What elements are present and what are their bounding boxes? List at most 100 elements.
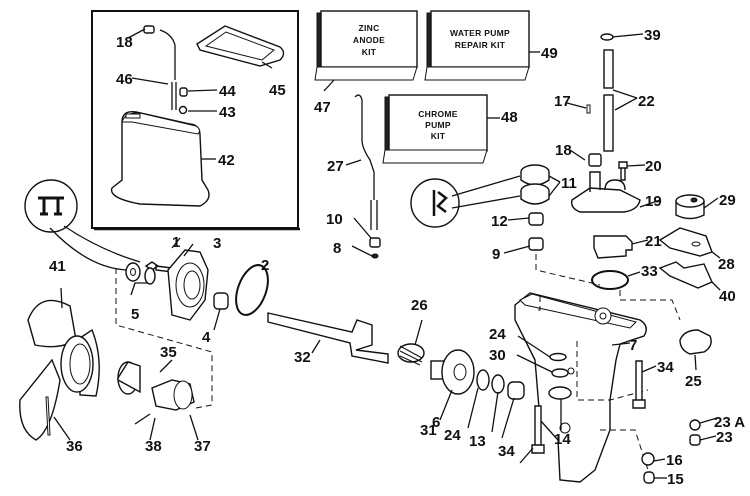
kit-48-chrome-pump: CHROME PUMP KIT bbox=[382, 94, 488, 164]
part-11-bearings bbox=[520, 164, 550, 205]
callout-1: 1 bbox=[172, 234, 180, 251]
part-9-bearing bbox=[528, 237, 544, 251]
callout-29: 29 bbox=[719, 192, 736, 209]
callout-32: 32 bbox=[294, 349, 311, 366]
part-2-o-ring bbox=[235, 264, 269, 316]
callout-37: 37 bbox=[194, 438, 211, 455]
callout-30: 30 bbox=[489, 347, 506, 364]
callout-17: 17 bbox=[554, 93, 571, 110]
callout-49: 49 bbox=[541, 45, 558, 62]
callout-24-lower: 24 bbox=[444, 427, 461, 444]
callout-3: 3 bbox=[213, 235, 221, 252]
part-39-ring bbox=[600, 33, 614, 41]
part-22-driveshaft-lower bbox=[603, 94, 614, 152]
kit-49-box bbox=[430, 10, 530, 68]
part-43-seal bbox=[178, 105, 188, 115]
kit-49-line-1: WATER PUMP bbox=[450, 28, 510, 38]
callout-35: 35 bbox=[160, 344, 177, 361]
callout-4: 4 bbox=[202, 329, 211, 346]
kit-47-line-2: ANODE bbox=[353, 35, 385, 45]
part-18-plug-inset bbox=[143, 25, 155, 34]
callout-11: 11 bbox=[561, 175, 577, 192]
callout-16: 16 bbox=[666, 452, 683, 469]
part-23-plug bbox=[689, 434, 701, 446]
part-44-grommet bbox=[179, 87, 188, 97]
part-22-driveshaft-upper bbox=[603, 49, 614, 89]
part-32-propeller-shaft bbox=[267, 312, 389, 364]
part-42-exhaust-housing bbox=[110, 111, 210, 207]
callout-36: 36 bbox=[66, 438, 83, 455]
callout-23a: 23 A bbox=[714, 414, 745, 431]
part-8-o-ring bbox=[371, 253, 379, 259]
part-17-pin bbox=[586, 104, 591, 114]
part-7-gearcase bbox=[514, 292, 647, 483]
callout-26: 26 bbox=[411, 297, 428, 314]
kit-48-line-1: CHROME bbox=[418, 109, 458, 119]
kit-47-box bbox=[320, 10, 418, 68]
callout-24-upper: 24 bbox=[489, 326, 506, 343]
callout-8: 8 bbox=[333, 240, 341, 257]
callout-10: 10 bbox=[326, 211, 343, 228]
part-6-forward-gear bbox=[430, 349, 475, 395]
callout-18-inset: 18 bbox=[116, 34, 133, 51]
callout-48: 48 bbox=[501, 109, 518, 126]
callout-14: 14 bbox=[554, 431, 571, 448]
callout-15: 15 bbox=[667, 471, 684, 488]
callout-20: 20 bbox=[645, 158, 662, 175]
part-40-gasket bbox=[658, 261, 713, 289]
callout-6: 6 bbox=[432, 414, 440, 431]
part-26-clutch-dog bbox=[397, 343, 425, 366]
kit-47-zinc-anode: ZINC ANODE KIT bbox=[314, 10, 418, 81]
part-18-bushing bbox=[588, 153, 602, 167]
callout-42: 42 bbox=[218, 152, 235, 169]
callout-7: 7 bbox=[629, 337, 637, 354]
callout-2: 2 bbox=[261, 257, 269, 274]
part-21-impeller-plate bbox=[593, 235, 633, 259]
callout-40: 40 bbox=[719, 288, 736, 305]
part-15-plug bbox=[643, 471, 655, 484]
kit-49-water-pump-repair: WATER PUMP REPAIR KIT bbox=[424, 10, 530, 81]
callout-31: 31 bbox=[420, 422, 437, 439]
callout-22: 22 bbox=[638, 93, 655, 110]
callout-19: 19 bbox=[645, 193, 662, 210]
part-46-tube bbox=[159, 29, 177, 110]
part-3-bearing-housing bbox=[167, 249, 209, 321]
part-16-washer bbox=[641, 452, 655, 466]
kit-48-line-2: PUMP bbox=[425, 120, 451, 130]
leader-lines bbox=[53, 28, 721, 479]
callout-28: 28 bbox=[718, 256, 735, 273]
part-27-shift-rod bbox=[354, 94, 378, 230]
callout-38: 38 bbox=[145, 438, 162, 455]
callout-34-left: 34 bbox=[498, 443, 515, 460]
kit-49-line-2: REPAIR KIT bbox=[455, 40, 506, 50]
part-13-bearing bbox=[507, 381, 525, 400]
callout-27: 27 bbox=[327, 158, 344, 175]
kit-47-line-3: KIT bbox=[362, 47, 377, 57]
part-31-thrust-bearing bbox=[476, 369, 490, 391]
callout-12: 12 bbox=[491, 213, 508, 230]
part-10-bushing bbox=[369, 237, 381, 248]
part-25-shift-cam bbox=[679, 329, 712, 355]
seal-detail-left bbox=[24, 179, 78, 233]
kit-48-box bbox=[388, 94, 488, 152]
part-33-o-ring bbox=[591, 270, 629, 290]
part-4-bearing bbox=[213, 292, 229, 310]
callout-labels: 18 46 44 43 42 45 47 48 49 27 10 8 39 17… bbox=[49, 27, 745, 488]
callout-25: 25 bbox=[685, 373, 702, 390]
part-24-thrust-washer bbox=[491, 374, 505, 394]
callout-9: 9 bbox=[492, 246, 500, 263]
part-24-washer bbox=[549, 352, 567, 362]
part-34-screw-right bbox=[632, 360, 646, 409]
callout-39: 39 bbox=[644, 27, 661, 44]
part-19-pump-housing bbox=[570, 171, 641, 213]
part-38-pin bbox=[134, 413, 151, 425]
callout-33: 33 bbox=[641, 263, 658, 280]
kit-48-line-3: KIT bbox=[431, 131, 446, 141]
part-30-bearing bbox=[551, 368, 569, 378]
inset-exhaust-housing-group bbox=[91, 10, 300, 231]
callout-18: 18 bbox=[555, 142, 572, 159]
callout-21: 21 bbox=[645, 233, 662, 250]
part-20-screw bbox=[618, 161, 628, 181]
part-28-plate bbox=[658, 227, 713, 257]
